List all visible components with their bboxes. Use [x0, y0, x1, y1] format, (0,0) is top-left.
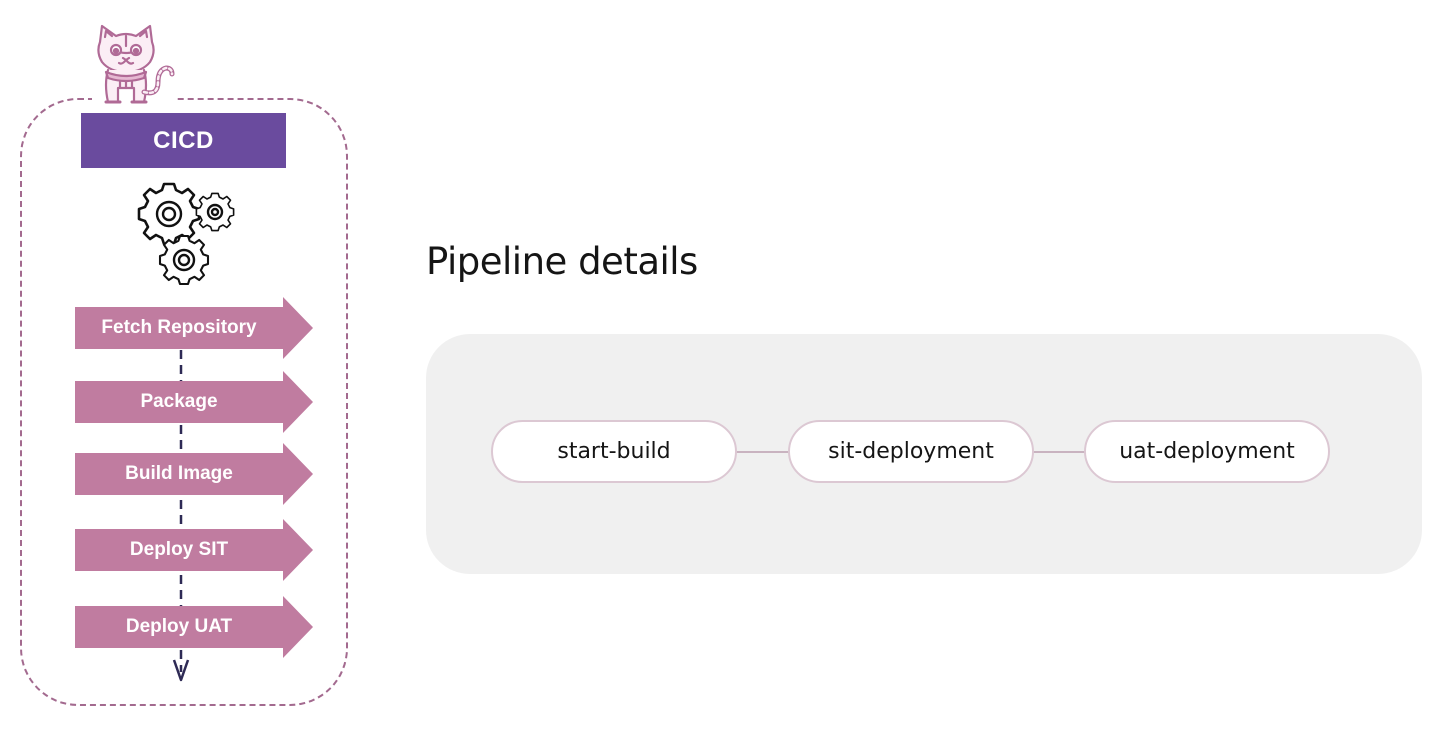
step-fetch-repository: Fetch Repository: [75, 297, 313, 359]
task-node-start-build[interactable]: start-build: [491, 420, 737, 483]
step-package: Package: [75, 371, 313, 433]
pipeline-details-heading: Pipeline details: [426, 240, 698, 283]
step-deploy-sit: Deploy SIT: [75, 519, 313, 581]
task-node-uat-deployment[interactable]: uat-deployment: [1084, 420, 1330, 483]
step-label: Build Image: [125, 463, 233, 484]
cat-mascot-icon: [92, 22, 176, 108]
gears-icon: [137, 182, 235, 286]
task-node-sit-deployment[interactable]: sit-deployment: [788, 420, 1034, 483]
step-label: Fetch Repository: [101, 317, 257, 338]
step-label: Package: [140, 391, 218, 412]
cicd-title: CICD: [81, 113, 286, 168]
step-label: Deploy SIT: [129, 539, 229, 560]
task-connector: [1032, 451, 1086, 453]
step-build-image: Build Image: [75, 443, 313, 505]
step-deploy-uat: Deploy UAT: [75, 596, 313, 658]
task-connector: [736, 451, 790, 453]
cicd-dashed-frame: [20, 98, 348, 706]
step-label: Deploy UAT: [125, 616, 233, 637]
